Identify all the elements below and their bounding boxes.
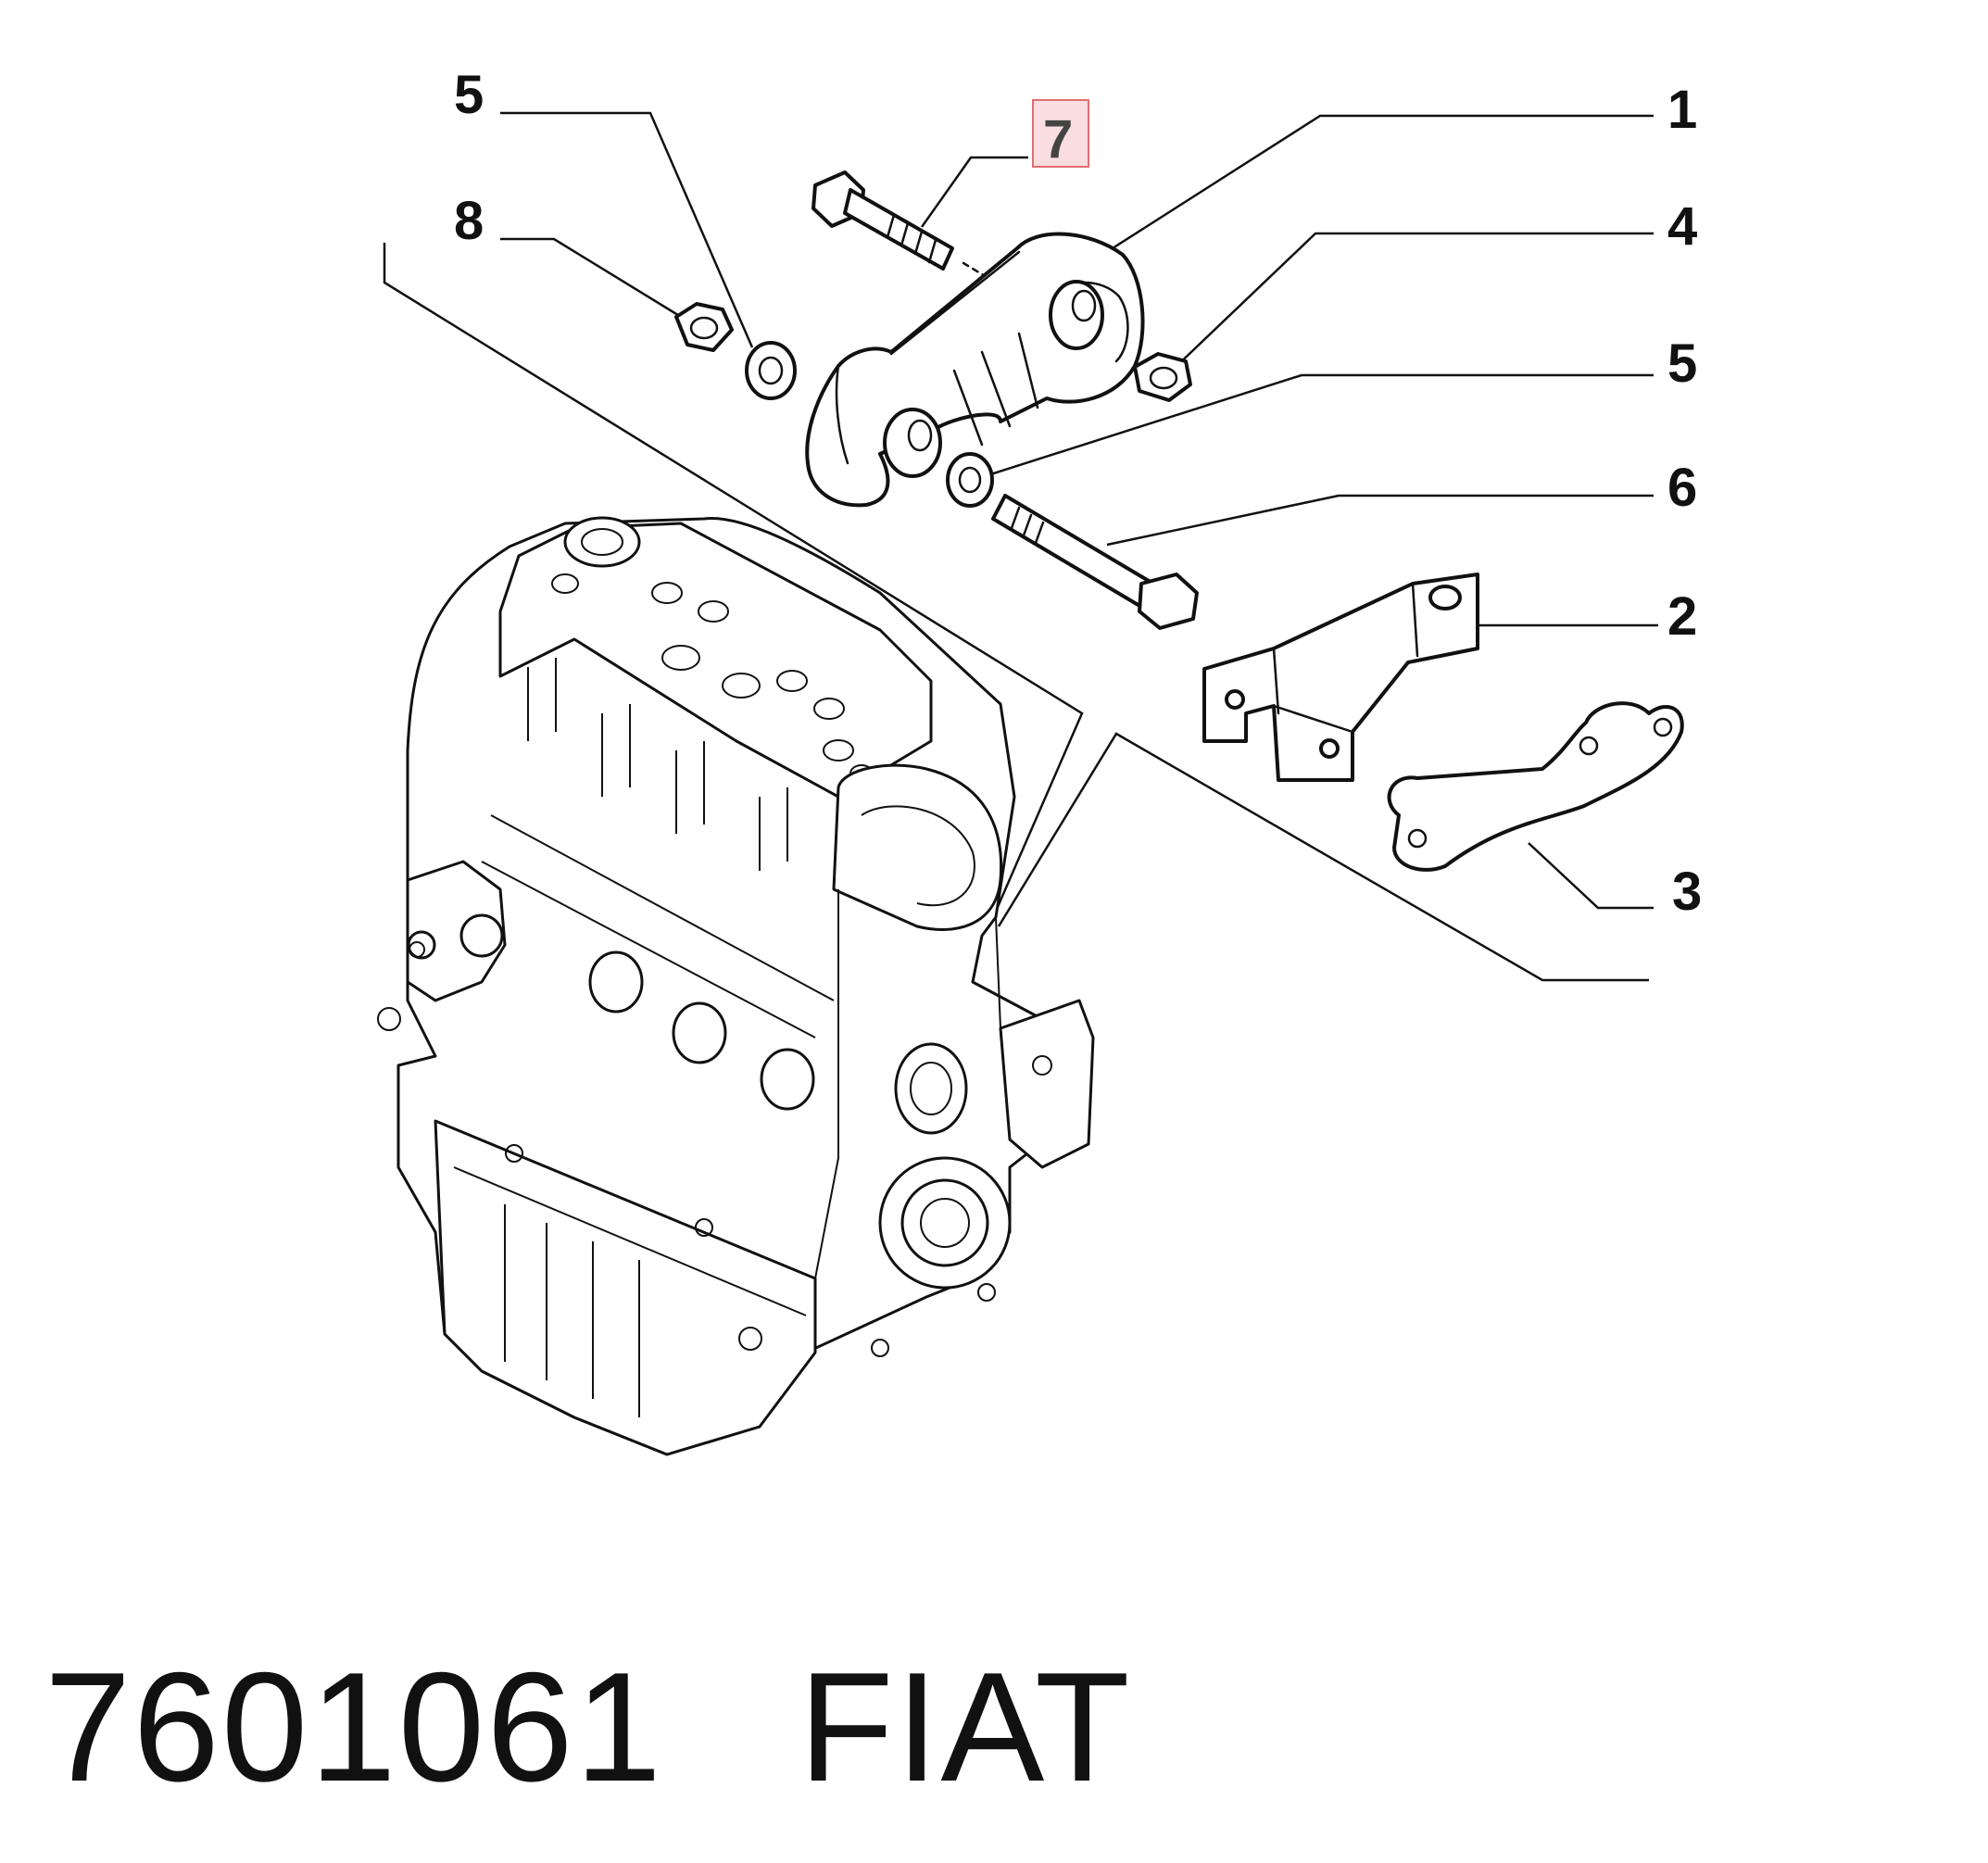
leader-8 [500,237,686,321]
callouts: 5 8 7 1 4 5 6 2 3 [454,65,1702,922]
leader-4 [1171,232,1654,371]
callout-1: 1 [1667,80,1697,140]
leader-1 [1101,114,1654,257]
leader-5-top [500,111,754,348]
callout-7-highlight [1032,99,1089,168]
callout-5-top: 5 [454,65,484,125]
callout-2: 2 [1667,586,1697,647]
caption: 7601061 FIAT [44,1638,1132,1817]
leader-5-mid [981,373,1654,479]
leader-engine-left [383,243,1084,923]
callout-3: 3 [1672,862,1702,922]
callout-7: 7 [1043,109,1073,170]
callout-4: 4 [1667,196,1697,257]
leader-lines [383,111,1658,982]
leader-7 [920,156,1028,228]
bracket-part-2 [1202,573,1479,782]
washer-part-5-top [745,341,797,400]
leader-3 [1528,842,1654,910]
callout-8: 8 [454,191,484,251]
engine-block [377,516,1095,1456]
leader-engine-right [997,732,1649,982]
bolt-part-7 [812,170,993,282]
nut-part-8 [674,302,734,352]
torque-rod-part-1 [805,232,1145,508]
nut-part-4 [1133,352,1192,402]
leader-6 [1106,494,1654,547]
callout-6: 6 [1667,458,1697,518]
washer-part-5-mid [946,452,994,508]
brand-name: FIAT [799,1640,1132,1814]
callout-5-mid: 5 [1667,334,1697,394]
part-number: 7601061 [44,1640,664,1814]
plate-part-3 [1387,701,1684,872]
bolt-part-6 [991,494,1199,630]
